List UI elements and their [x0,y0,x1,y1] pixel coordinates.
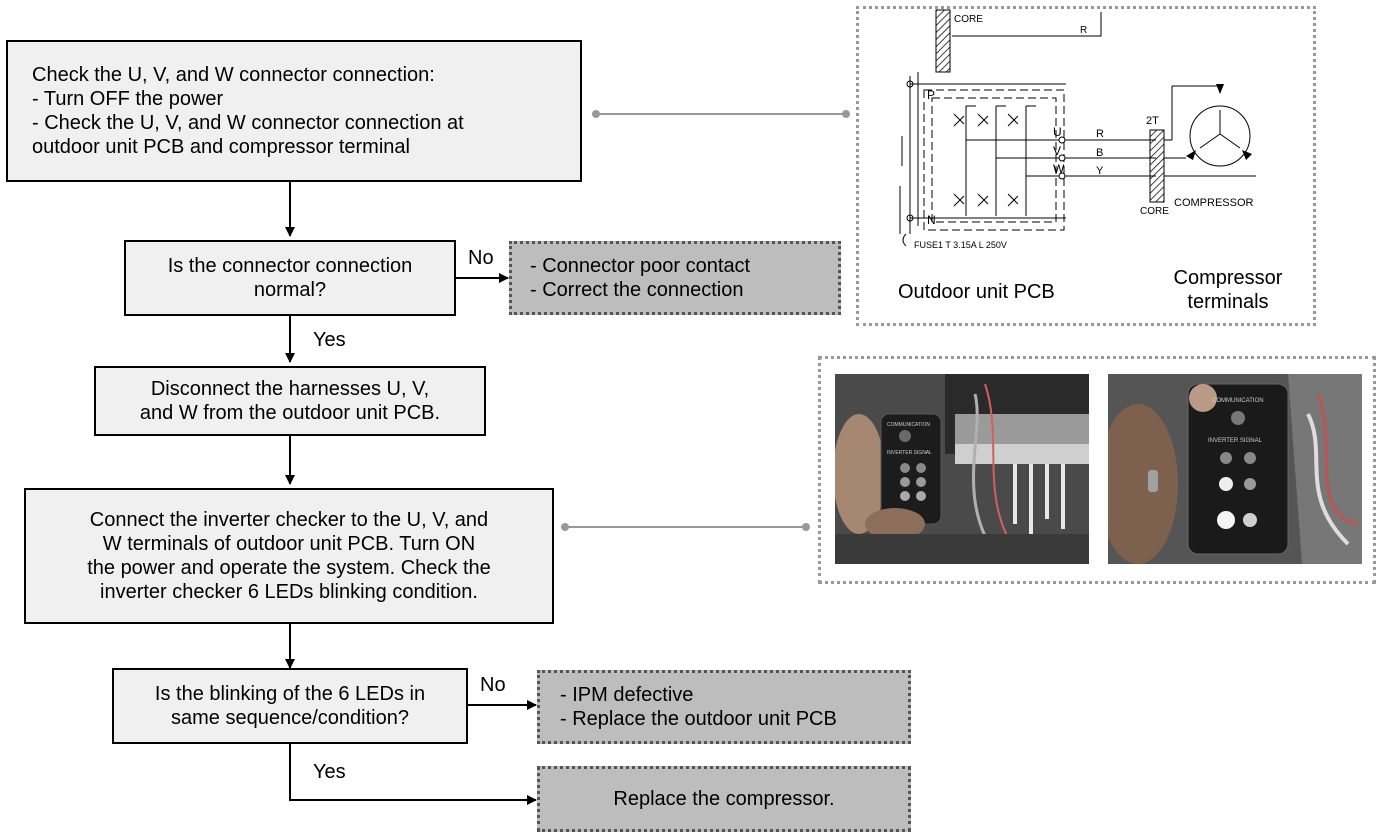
r-top-label: R [1080,25,1087,36]
photo-left-inverter-text: INVERTER SIGNAL [887,450,932,456]
fuse-label: FUSE1 T 3.15A L 250V [914,240,1007,250]
outcome-poor-contact: - Connector poor contact - Correct the c… [509,241,841,315]
photo-right-communication-text: COMMUNICATION [1212,398,1264,404]
step-check-connector: Check the U, V, and W connector connecti… [6,40,582,182]
decision-led-sequence-text: Is the blinking of the 6 LEDs in same se… [154,683,426,729]
decision-led-sequence: Is the blinking of the 6 LEDs in same se… [112,668,468,744]
p-label: P [927,88,935,102]
photo-checker-leds-illustration: COMMUNICATION INVERTER SIGNAL [1108,374,1362,564]
photo-checker-connected-illustration: COMMUNICATION INVERTER SIGNAL [835,374,1089,564]
inverter-schematic: CORE R P N U V W R B Y 2T CORE [899,9,1256,250]
caption-outdoor-pcb: Outdoor unit PCB [898,281,1055,303]
ipm-outline [923,89,1065,231]
link-dot [842,110,850,118]
outcome-replace-compressor-text: Replace the compressor. [613,788,835,810]
r-label: R [1096,128,1104,140]
photo-checker-leds: COMMUNICATION INVERTER SIGNAL [1108,374,1362,564]
photo-left-communication-text: COMMUNICATION [887,422,930,428]
outcome-replace-compressor: Replace the compressor. [537,766,911,832]
b-label: B [1096,147,1103,159]
w-label: W [1053,162,1065,176]
step-connect-inverter-checker-text: Connect the inverter checker to the U, V… [87,509,491,603]
core-2t-label: 2T [1146,115,1159,127]
link-dot [561,523,569,531]
core-2t [1149,129,1165,203]
caption-compressor-terminals: Compressor terminals [1173,267,1283,313]
y-label: Y [1096,165,1104,177]
decision1-yes-label: Yes [313,329,346,351]
step-disconnect-harnesses: Disconnect the harnesses U, V, and W fro… [94,366,486,436]
step-connect-inverter-checker: Connect the inverter checker to the U, V… [24,488,554,624]
compressor-label: COMPRESSOR [1174,197,1254,209]
decision-connector-normal: Is the connector connection normal? [124,240,456,316]
core-top-label: CORE [954,14,983,25]
core-bottom-label: CORE [1140,206,1169,217]
u-label: U [1053,125,1062,139]
arrow-decision2-yes [289,744,537,805]
step-disconnect-harnesses-text: Disconnect the harnesses U, V, and W fro… [139,378,441,424]
outcome-ipm-defective-text: - IPM defective - Replace the outdoor un… [560,684,837,730]
core-top [935,9,951,73]
link-dot [802,523,810,531]
n-label: N [927,213,936,227]
photo-checker-connected: COMMUNICATION INVERTER SIGNAL [835,374,1089,564]
outcome-ipm-defective: - IPM defective - Replace the outdoor un… [537,670,911,744]
decision2-yes-label: Yes [313,761,346,783]
link-dot [592,110,600,118]
v-label: V [1053,144,1061,158]
photo-right-inverter-text: INVERTER SIGNAL [1208,438,1263,444]
step-check-connector-text: Check the U, V, and W connector connecti… [32,64,464,158]
decision2-no-label: No [480,674,506,696]
outcome-poor-contact-text: - Connector poor contact - Correct the c… [530,255,751,301]
decision-connector-normal-text: Is the connector connection normal? [167,255,413,301]
decision1-no-label: No [468,247,494,269]
schematic-panel [856,6,1316,326]
